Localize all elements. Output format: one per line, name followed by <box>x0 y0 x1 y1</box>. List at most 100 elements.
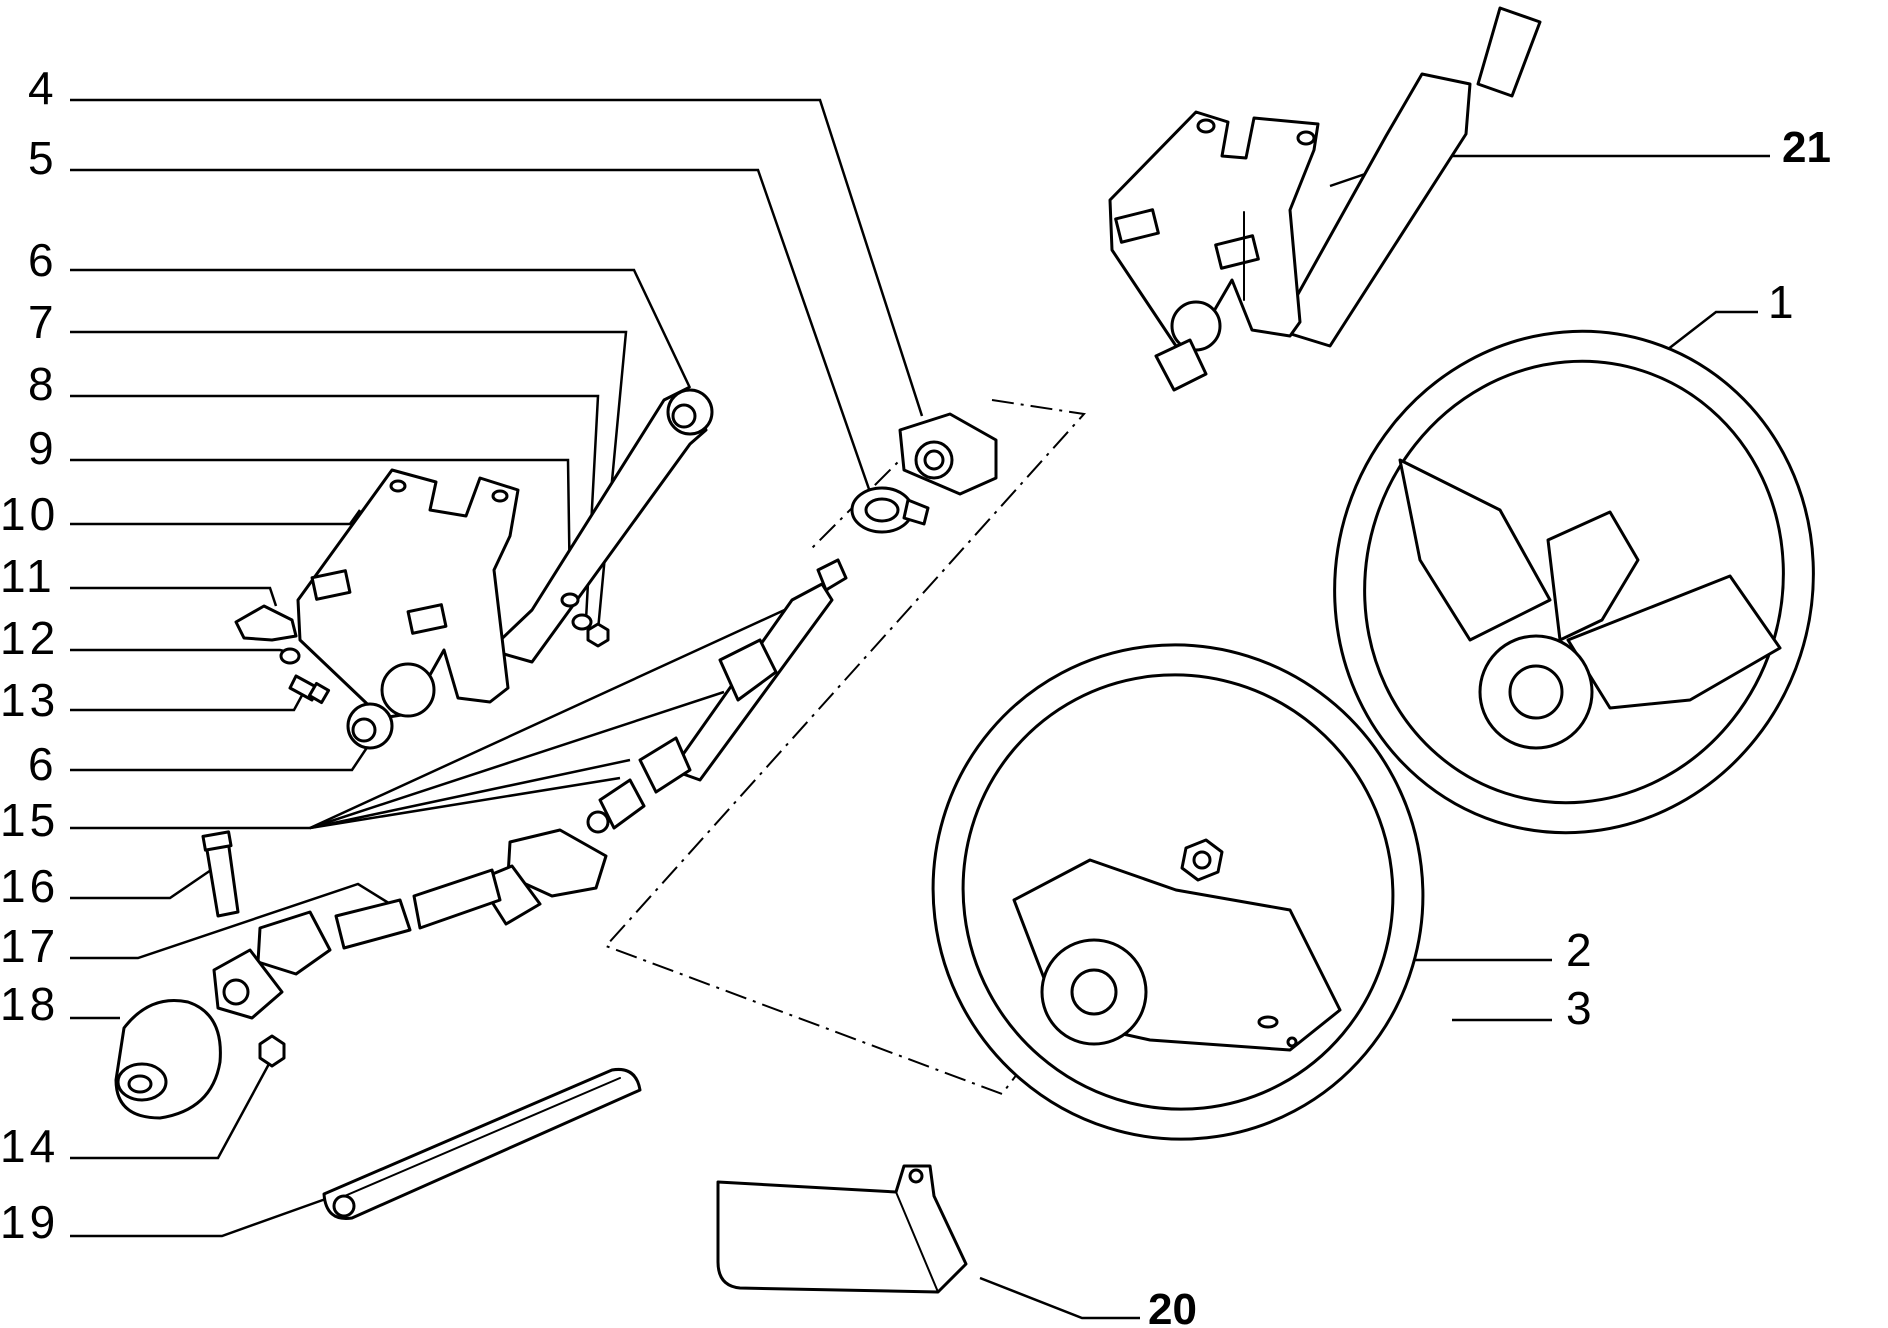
nut-7-hex <box>586 622 610 648</box>
part-6-bushing-top <box>666 388 714 436</box>
clip-11-body <box>234 604 298 642</box>
part-13-bolt <box>288 674 331 705</box>
part-6-bushing-bottom <box>346 702 394 750</box>
callout-10: 10 <box>0 488 59 540</box>
callout-7: 7 <box>28 296 58 348</box>
part-15-intermediate-shaft <box>586 558 848 834</box>
shaft-15-coupling <box>638 736 692 794</box>
wheel-3-hole <box>1286 1036 1298 1048</box>
washer-8 <box>571 613 593 631</box>
boot-18-hole <box>127 1074 153 1094</box>
leader-10 <box>70 509 362 526</box>
leader-6-bottom <box>70 745 370 772</box>
part-3-steering-wheel-center <box>931 643 1425 1141</box>
callout-15: 15 <box>0 794 59 846</box>
callout-2: 2 <box>1566 924 1596 976</box>
part-9-washer <box>560 592 580 608</box>
column-lower-bearing <box>1170 300 1222 352</box>
part-16-bolt <box>201 830 240 918</box>
leader-15d <box>309 776 621 830</box>
column-lower-spline <box>1154 338 1208 392</box>
leader-11 <box>70 586 278 607</box>
leader-14 <box>70 1061 272 1160</box>
part-11-clip <box>234 604 298 642</box>
strip-19-body <box>322 1067 642 1220</box>
leader-4 <box>70 98 924 417</box>
callout-16: 16 <box>0 860 59 912</box>
ring-5-inner <box>864 497 900 523</box>
bracket-slot-right <box>1214 234 1260 270</box>
part-10-column-support <box>296 386 708 720</box>
bolt-13-head <box>307 681 331 705</box>
callout-6-top: 6 <box>28 234 58 286</box>
leader-5 <box>70 168 872 493</box>
callout-20: 20 <box>1148 1285 1197 1328</box>
shaft-15-sleeve <box>718 638 778 702</box>
callout-18: 18 <box>0 978 59 1030</box>
part-12-washer <box>279 647 301 665</box>
wheel-3-hub-spline <box>1070 968 1118 1016</box>
callout-6-bottom: 6 <box>28 738 58 790</box>
part-8-washer <box>571 613 593 631</box>
leader-6-top <box>70 268 692 389</box>
part-2-wheel-nut <box>1180 838 1224 882</box>
callout-21: 21 <box>1782 123 1831 172</box>
switch-housing-bore-inner <box>923 449 945 471</box>
bushing-6-top-inner <box>671 403 697 429</box>
callout-12: 12 <box>0 612 59 664</box>
leader-20 <box>979 1276 1140 1320</box>
callout-8: 8 <box>28 358 58 410</box>
cover-20-fold <box>895 1191 939 1293</box>
part-1-steering-wheel-right <box>1333 329 1815 835</box>
cover-20-body <box>716 1164 968 1294</box>
part-7-nut <box>586 622 610 648</box>
column-shaft-top-spline <box>1476 6 1542 98</box>
wheel-1-spoke-right <box>1566 574 1782 710</box>
wheel-1-hub-spline <box>1508 664 1564 720</box>
part-5-ring <box>850 486 930 534</box>
callout-4: 4 <box>28 62 58 114</box>
bushing-6-bottom-inner <box>351 717 377 743</box>
callout-5: 5 <box>28 132 58 184</box>
leader-15b <box>309 690 725 830</box>
part-21-steering-column-assembly <box>1108 6 1542 392</box>
washer-9 <box>560 592 580 608</box>
leader-16 <box>70 866 215 900</box>
support-slot-left <box>310 569 352 601</box>
leader-13 <box>70 687 308 712</box>
shaft-15-end-cap <box>586 810 610 834</box>
callout-1: 1 <box>1768 276 1798 328</box>
wheel-1-spoke-left <box>1398 458 1552 642</box>
support-lower-bore <box>380 662 436 718</box>
leader-12 <box>70 648 289 654</box>
leader-15c <box>309 758 631 830</box>
uj-17-lower-bore <box>222 978 250 1006</box>
washer-12 <box>279 647 301 665</box>
callout-labels: 4 5 6 7 8 9 10 11 12 13 6 15 16 17 18 14… <box>0 62 1831 1328</box>
support-hole-2 <box>491 489 509 503</box>
part-19-trim-strip <box>322 1067 642 1220</box>
uj-17-shaft-lower <box>334 898 412 950</box>
boot-18-body <box>114 999 222 1120</box>
column-tube <box>1276 72 1472 348</box>
callout-11: 11 <box>0 550 56 602</box>
part-4-switch-housing <box>898 412 998 496</box>
leader-1 <box>1653 310 1758 361</box>
callout-9: 9 <box>28 422 58 474</box>
ring-5-tab <box>902 498 930 526</box>
part-18-dust-boot <box>114 999 222 1120</box>
uj-17-shaft-upper <box>412 868 502 930</box>
leader-19 <box>70 1194 335 1238</box>
callout-17: 17 <box>0 920 59 972</box>
support-slot-right <box>406 603 448 635</box>
part-17-universal-joint-shaft <box>212 828 608 1020</box>
bracket-hole-2 <box>1296 130 1316 146</box>
part-20-cover-panel <box>716 1164 968 1294</box>
callout-14: 14 <box>0 1120 59 1172</box>
callout-19: 19 <box>0 1196 59 1248</box>
support-hole-1 <box>389 479 407 493</box>
wheel-1-hub-shroud <box>1546 510 1640 642</box>
bolt-16-shank <box>204 838 240 918</box>
nut-2-hole <box>1192 850 1212 870</box>
